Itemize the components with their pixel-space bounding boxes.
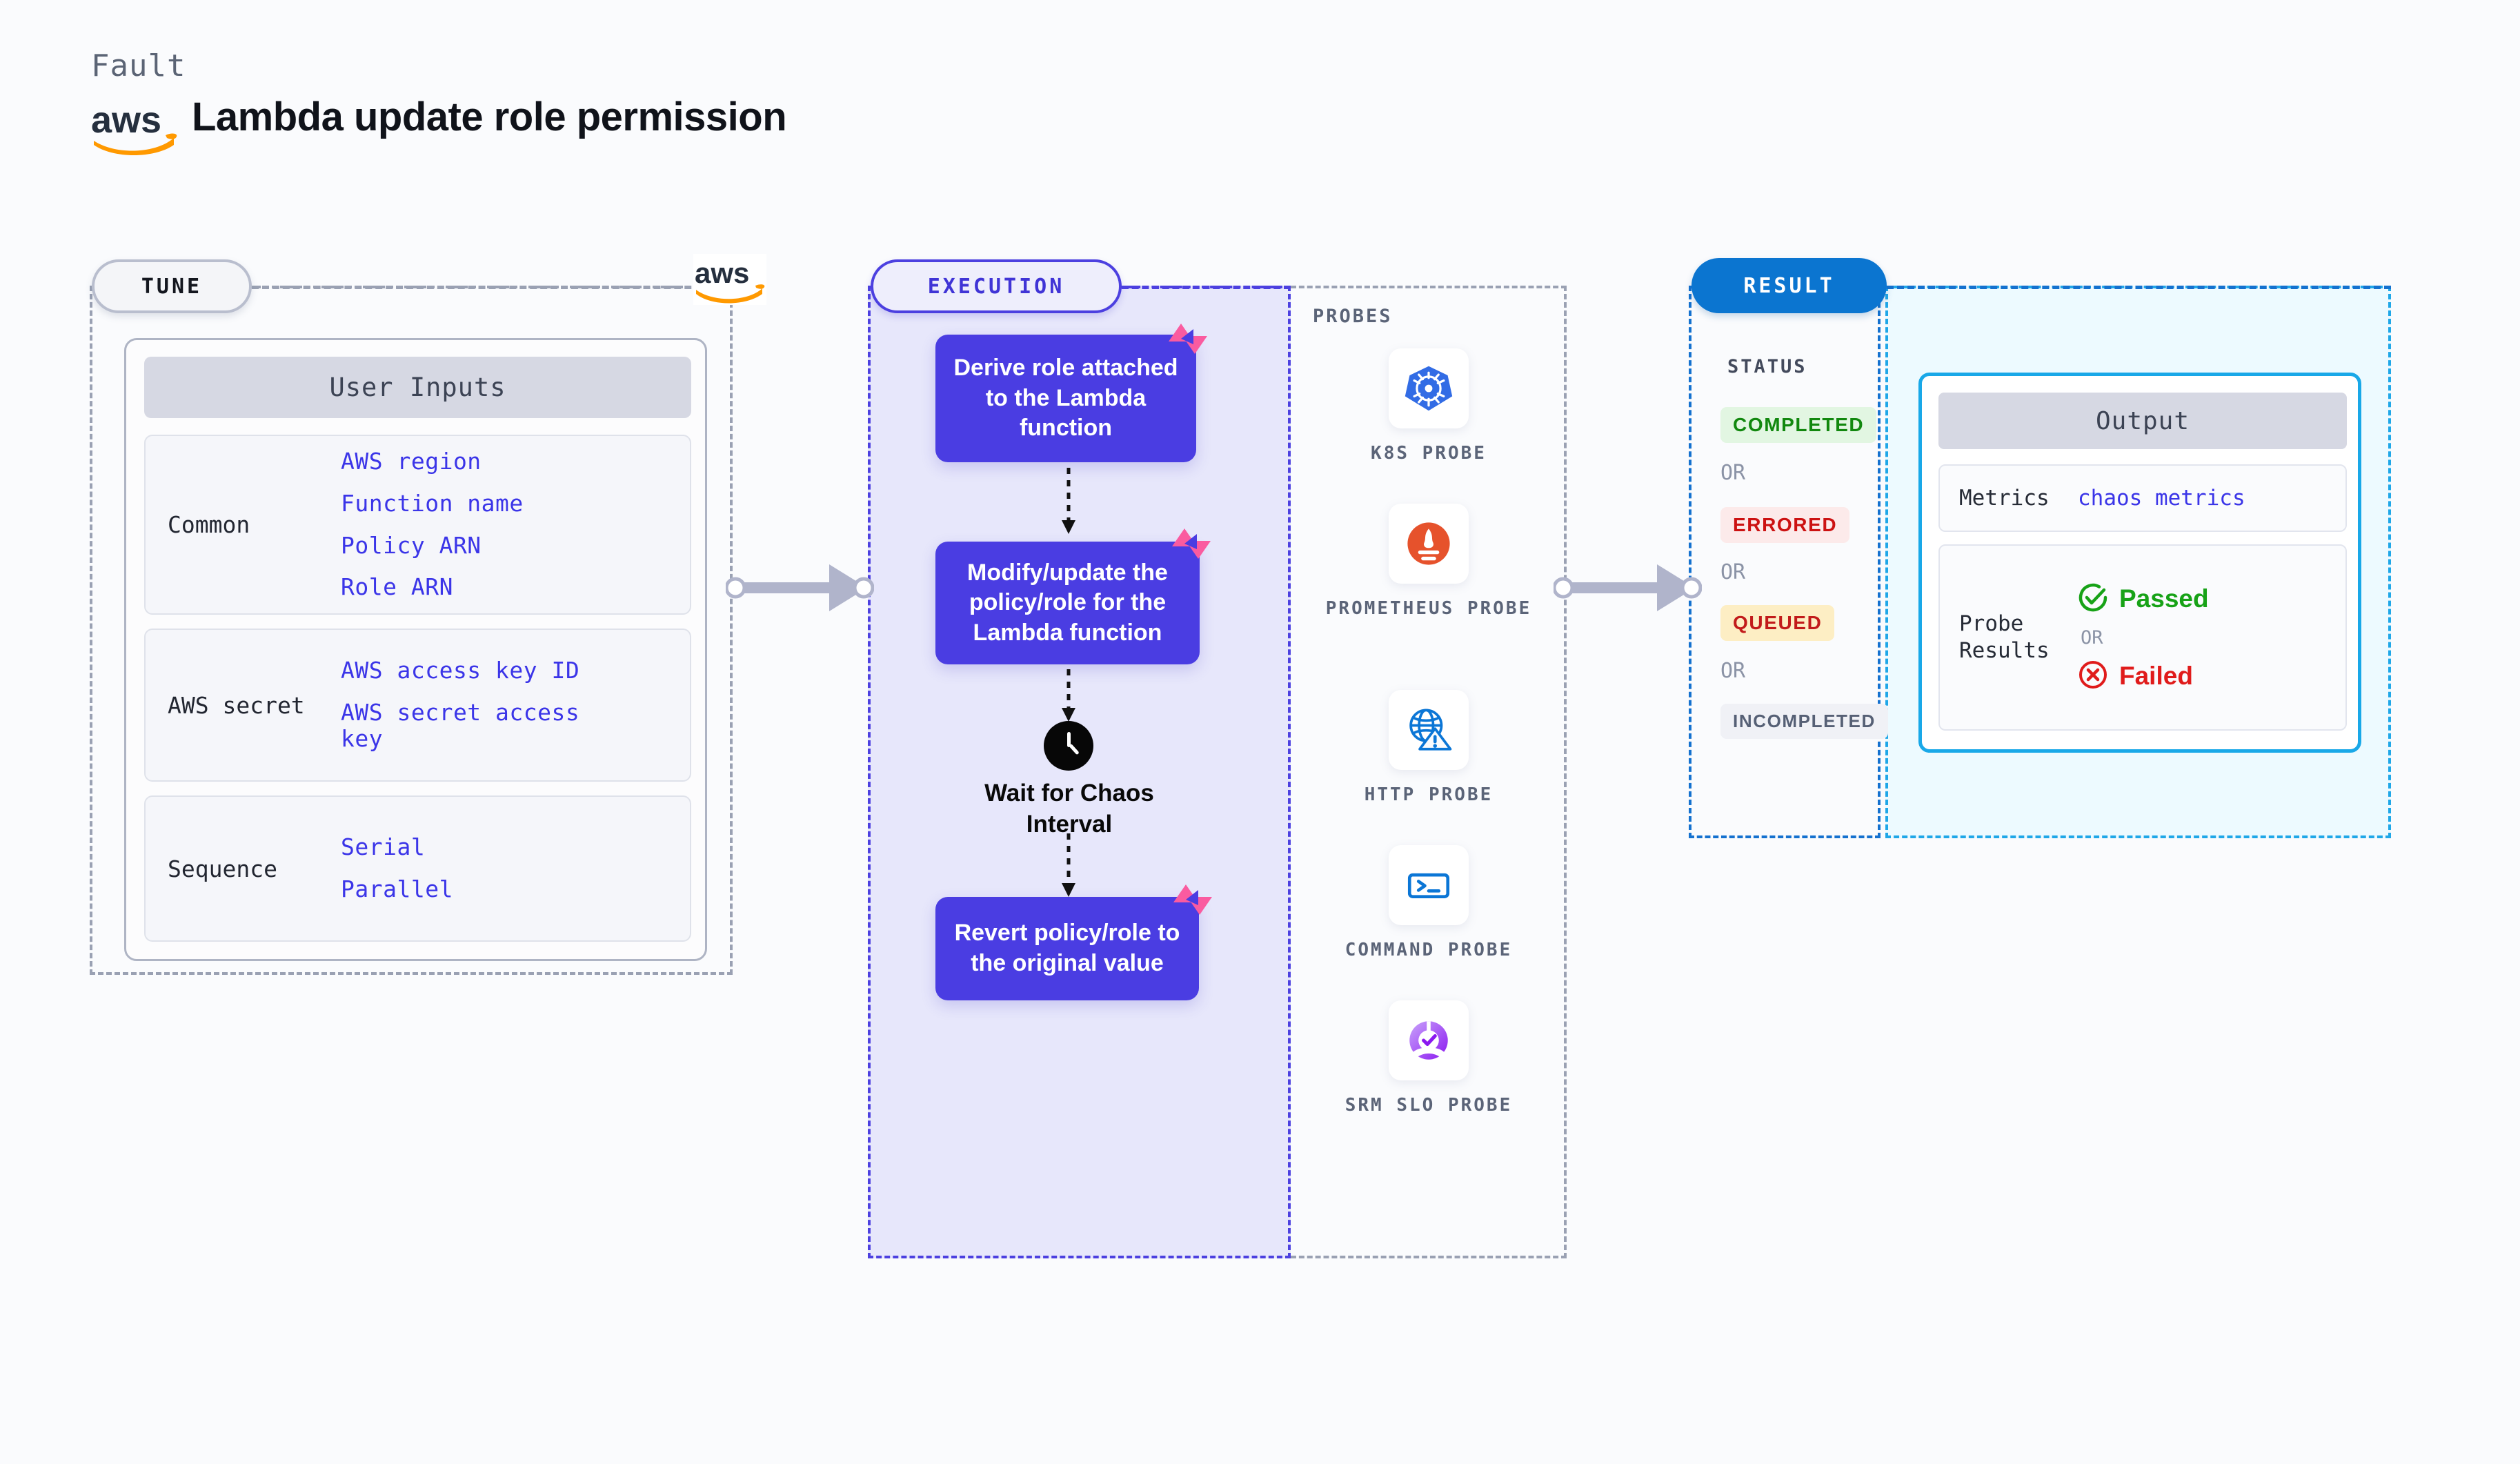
user-inputs-card: User Inputs Common AWS region Function n… (124, 338, 707, 961)
passed-label: Passed (2119, 584, 2209, 613)
input-value[interactable]: AWS region (341, 447, 482, 475)
execution-pill[interactable]: EXECUTION (871, 259, 1122, 313)
input-value[interactable]: Serial (341, 833, 426, 861)
probe-results-values: Passed OR Failed (2078, 582, 2209, 693)
failed-label: Failed (2119, 662, 2193, 690)
kubernetes-icon (1389, 348, 1469, 428)
srm-slo-icon (1389, 1000, 1469, 1080)
output-key: Metrics (1959, 485, 2050, 511)
tune-pill-connector (252, 286, 733, 289)
execution-step-2[interactable]: Modify/update the policy/role for the La… (935, 542, 1200, 664)
input-value[interactable]: Policy ARN (341, 531, 482, 559)
result-pill[interactable]: RESULT (1691, 258, 1887, 313)
probe-result-failed: Failed (2078, 660, 2209, 693)
prometheus-icon (1389, 504, 1469, 584)
status-badge-errored: ERRORED (1720, 507, 1850, 543)
input-value[interactable]: Role ARN (341, 573, 453, 601)
status-or-2: OR (1720, 560, 1746, 584)
check-circle-icon (2078, 582, 2108, 616)
input-group-values: Serial Parallel (341, 833, 453, 903)
connector-execution-to-result (1554, 559, 1702, 617)
probe-http[interactable]: HTTP PROBE (1291, 690, 1567, 807)
tune-aws-logo-icon: aws (693, 254, 766, 305)
probe-srm-slo[interactable]: SRM SLO PROBE (1291, 1000, 1567, 1118)
probe-k8s[interactable]: K8S PROBE (1291, 348, 1567, 466)
litmus-chaos-icon (1171, 882, 1215, 919)
input-group-label: Sequence (168, 855, 277, 882)
svg-text:aws: aws (91, 99, 161, 141)
http-globe-warning-icon (1389, 690, 1469, 770)
probe-prometheus[interactable]: PROMETHEUS PROBE (1291, 504, 1567, 621)
input-value[interactable]: AWS secret access key (341, 698, 580, 753)
input-group-sequence: Sequence Serial Parallel (144, 795, 691, 942)
page-title: Lambda update role permission (192, 95, 787, 139)
input-value[interactable]: Parallel (341, 876, 453, 902)
x-circle-icon (2078, 660, 2108, 693)
output-row-probe-results: Probe Results Passed OR (1938, 544, 2347, 731)
probes-title: PROBES (1313, 306, 1393, 327)
status-title: STATUS (1727, 356, 1807, 377)
litmus-chaos-icon (1166, 321, 1210, 358)
execution-arrow-3 (1055, 833, 1082, 903)
svg-text:aws: aws (695, 257, 749, 289)
status-badge-incompleted: INCOMPLETED (1720, 704, 1888, 739)
clock-icon (1044, 721, 1093, 771)
output-key: Probe Results (1959, 611, 2050, 663)
probe-label: HTTP PROBE (1364, 784, 1494, 805)
probe-command[interactable]: COMMAND PROBE (1291, 845, 1567, 962)
execution-step-3[interactable]: Revert policy/role to the original value (935, 897, 1199, 1000)
probe-result-or: OR (2081, 626, 2103, 649)
status-badge-queued: QUEUED (1720, 605, 1835, 641)
output-card: Output Metrics chaos metrics Probe Resul… (1918, 373, 2361, 753)
fault-kicker: Fault (91, 48, 186, 83)
connector-tune-to-execution (726, 559, 874, 617)
probes-region (1291, 286, 1567, 1258)
input-value[interactable]: Function name (341, 489, 524, 517)
tune-pill[interactable]: TUNE (92, 259, 252, 313)
output-title: Output (1938, 393, 2347, 449)
probe-label: COMMAND PROBE (1345, 940, 1513, 960)
execution-arrow-2 (1055, 669, 1082, 728)
probe-label: SRM SLO PROBE (1345, 1095, 1513, 1116)
execution-step-1[interactable]: Derive role attached to the Lambda funct… (935, 335, 1196, 462)
probe-label: PROMETHEUS PROBE (1325, 598, 1532, 619)
execution-pill-connector (1122, 286, 1291, 289)
output-row-metrics: Metrics chaos metrics (1938, 464, 2347, 532)
result-pill-connector (1887, 286, 2391, 289)
terminal-icon (1389, 845, 1469, 925)
probe-result-passed: Passed (2078, 582, 2209, 616)
input-group-label: Common (168, 511, 250, 538)
probe-label: K8S PROBE (1371, 443, 1487, 464)
status-or-1: OR (1720, 461, 1746, 485)
status-or-3: OR (1720, 659, 1746, 683)
user-inputs-title: User Inputs (144, 357, 691, 418)
aws-logo-icon: aws (91, 97, 179, 156)
output-metrics-value[interactable]: chaos metrics (2078, 486, 2245, 511)
input-group-aws-secret: AWS secret AWS access key ID AWS secret … (144, 629, 691, 782)
input-group-values: AWS access key ID AWS secret access key (341, 657, 582, 753)
input-group-common: Common AWS region Function name Policy A… (144, 435, 691, 615)
wait-for-chaos-interval-label: Wait for Chaos Interval (984, 780, 1154, 838)
litmus-chaos-icon (1169, 526, 1213, 563)
execution-arrow-1 (1055, 468, 1082, 540)
input-value[interactable]: AWS access key ID (341, 656, 580, 684)
input-group-label: AWS secret (168, 691, 305, 719)
status-badge-completed: COMPLETED (1720, 407, 1877, 443)
input-group-values: AWS region Function name Policy ARN Role… (341, 448, 524, 602)
